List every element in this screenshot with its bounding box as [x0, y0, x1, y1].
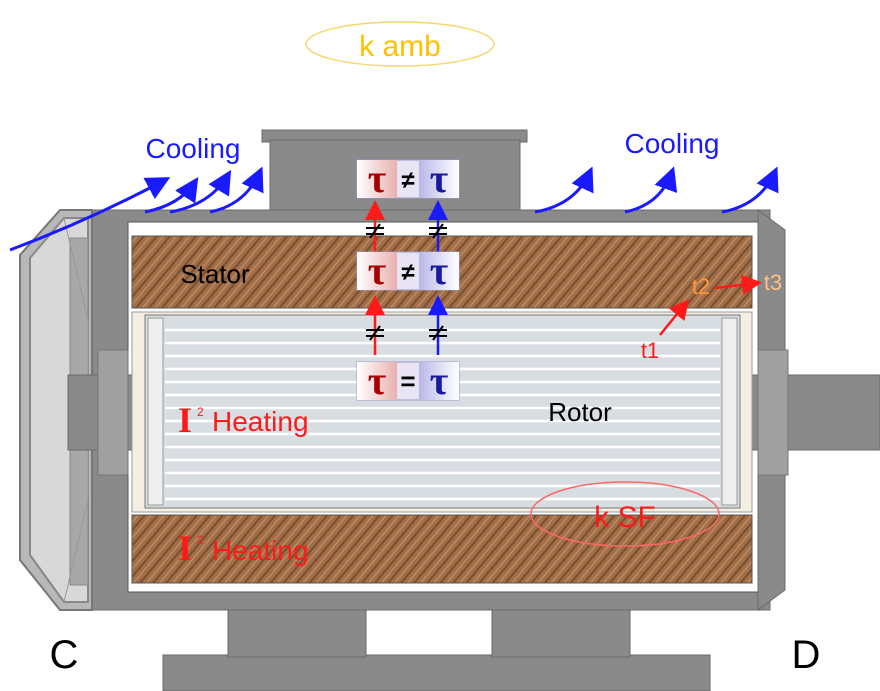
tau-right: τ: [430, 248, 448, 293]
tau-box-bottom: τ = τ: [357, 358, 459, 403]
rotor-label: Rotor: [548, 397, 612, 427]
cooling-right-label: Cooling: [625, 128, 720, 159]
t1-label: t1: [641, 338, 659, 363]
current-symbol: I: [178, 528, 192, 568]
motor-base: [163, 597, 710, 691]
t2-label: t2: [692, 274, 710, 299]
tau-left: τ: [368, 358, 386, 403]
exponent: 2: [197, 533, 204, 547]
tau-left: τ: [368, 248, 386, 293]
end-d-label: D: [792, 633, 821, 677]
heating-text: Heating: [212, 535, 309, 566]
exponent: 2: [197, 405, 204, 419]
tau-relation: ≠: [401, 167, 414, 194]
end-c-label: C: [50, 633, 79, 677]
tau-box-top: τ ≠ τ: [357, 156, 459, 201]
tau-relation: =: [400, 366, 415, 396]
tau-right: τ: [430, 358, 448, 403]
stator-label: Stator: [180, 259, 250, 289]
current-symbol: I: [178, 400, 192, 440]
k-amb-label: k amb: [359, 30, 441, 63]
cooling-arrows-right: [535, 172, 775, 212]
tau-left: τ: [368, 156, 386, 201]
tau-box-middle: τ ≠ τ: [357, 248, 459, 293]
tau-relation: ≠: [401, 259, 414, 286]
t3-label: t3: [764, 270, 782, 295]
heating-text: Heating: [212, 406, 309, 437]
cooling-left-label: Cooling: [146, 133, 241, 164]
k-sf-label: k SF: [594, 501, 656, 534]
tau-right: τ: [430, 156, 448, 201]
